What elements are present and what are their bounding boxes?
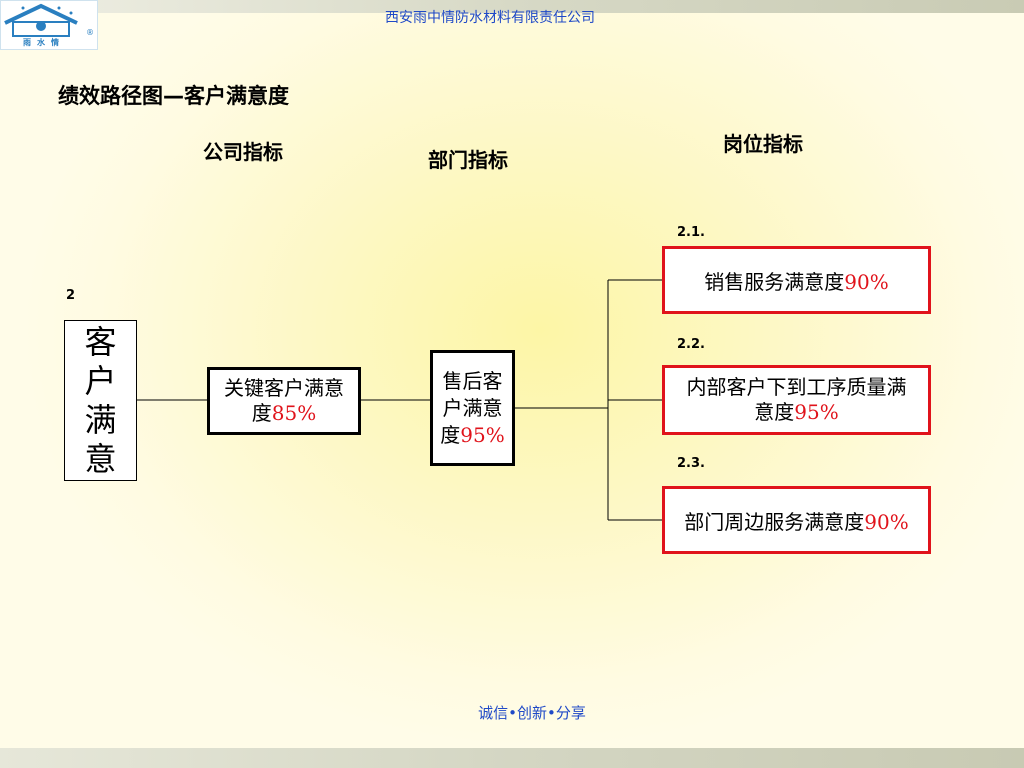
position-kpi-3-pct: 90%: [864, 509, 909, 534]
position-kpi-box-3: 部门周边服务满意度90%: [662, 486, 931, 554]
page-title: 绩效路径图—客户满意度: [58, 84, 289, 108]
position-kpi-number: 2.1.: [677, 225, 705, 240]
department-kpi-box: 售后客 户满意 度95%: [430, 350, 515, 466]
position-kpi-1-text: 销售服务满意度: [704, 269, 845, 294]
position-kpi-2-line2: 意度: [754, 400, 795, 424]
root-number: 2: [66, 288, 76, 303]
root-char: 意: [84, 439, 117, 478]
bottom-bar: [0, 748, 1024, 768]
company-kpi-box: 关键客户满意 度85%: [207, 367, 361, 435]
position-kpi-box-1: 销售服务满意度90%: [662, 246, 931, 314]
house-logo-icon: [4, 3, 78, 37]
top-bar: [0, 0, 1024, 13]
root-node-customer-satisfaction: 客 户 满 意: [64, 320, 137, 481]
registered-mark: ®: [86, 28, 94, 37]
column-heading-position: 岗位指标: [723, 132, 803, 156]
department-kpi-line3: 度: [440, 422, 461, 447]
company-kpi-line2: 度: [251, 401, 272, 425]
column-heading-department: 部门指标: [428, 148, 508, 172]
position-kpi-2-line1: 内部客户下到工序质量满: [686, 375, 907, 399]
position-kpi-1-pct: 90%: [844, 269, 889, 294]
department-kpi-line1: 售后客: [442, 368, 503, 393]
footer-motto: 诚信•创新•分享: [478, 704, 586, 722]
company-logo: 雨水情 ®: [0, 0, 98, 50]
logo-text: 雨水情: [23, 38, 65, 47]
root-char: 客: [84, 322, 117, 361]
department-kpi-line2: 户满意: [442, 395, 503, 420]
company-name: 西安雨中情防水材料有限责任公司: [385, 10, 595, 26]
company-kpi-line1: 关键客户满意: [224, 376, 344, 400]
position-kpi-3-text: 部门周边服务满意度: [684, 509, 865, 534]
column-heading-company: 公司指标: [203, 140, 283, 164]
department-kpi-pct: 95%: [460, 422, 505, 447]
position-kpi-2-pct: 95%: [794, 400, 839, 424]
company-kpi-pct: 85%: [271, 401, 317, 425]
position-kpi-box-2: 内部客户下到工序质量满 意度95%: [662, 365, 931, 435]
root-char: 户: [84, 361, 117, 400]
position-kpi-number: 2.2.: [677, 337, 705, 352]
position-kpi-number: 2.3.: [677, 456, 705, 471]
root-char: 满: [84, 400, 117, 439]
